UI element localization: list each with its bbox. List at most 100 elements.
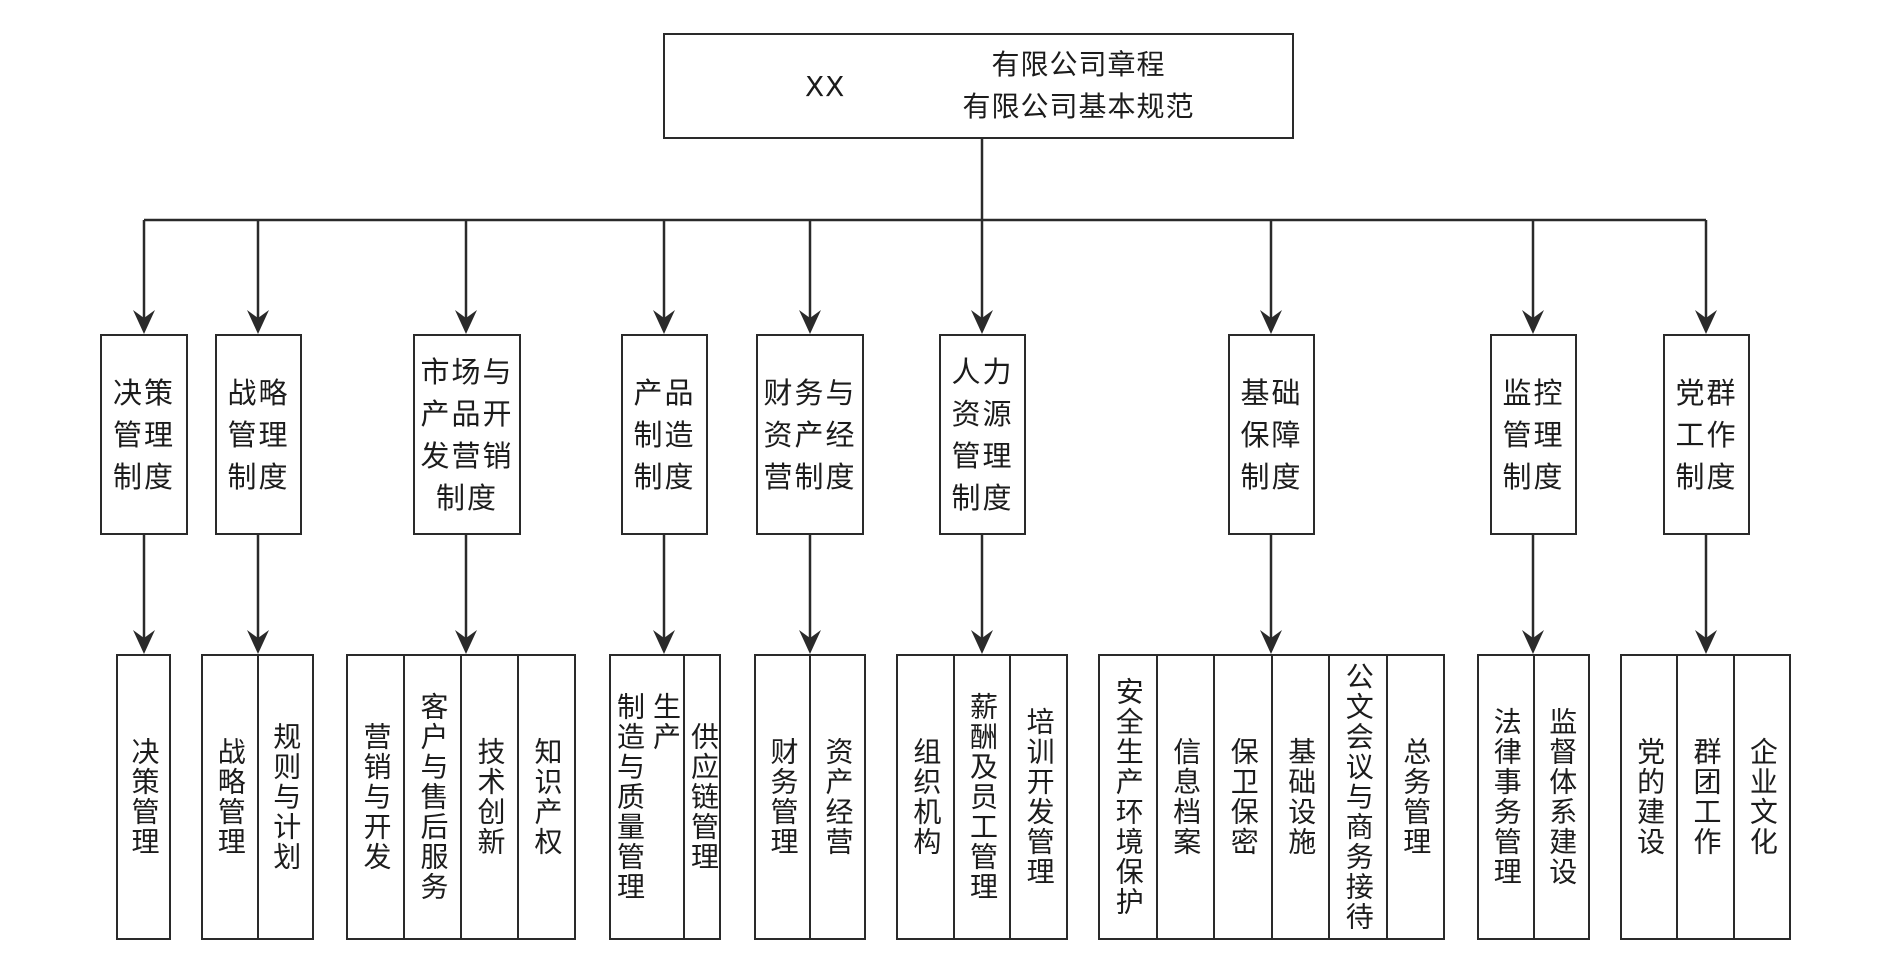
category-label: 市场与 产品开 发营销 制度 bbox=[420, 354, 514, 515]
leaf-label: 供应链管理 bbox=[687, 722, 720, 872]
leaf-box: 群团工作 bbox=[1676, 656, 1732, 938]
root-line-charter: 有限公司章程 bbox=[991, 48, 1166, 81]
category-box-6: 人力 资源 管理 制度 bbox=[939, 334, 1026, 535]
category-box-5: 财务与 资产经 营制度 bbox=[756, 334, 864, 535]
leaf-box: 组织机构 bbox=[898, 656, 953, 938]
arrowhead-leaf-1 bbox=[133, 630, 155, 654]
leaf-box: 薪酬及员工管理 bbox=[952, 656, 1010, 938]
category-box-9: 党群 工作 制度 bbox=[1663, 334, 1750, 535]
leaf-box: 安全生产环境保护 bbox=[1100, 656, 1156, 938]
leaf-label: 安全生产环境保护 bbox=[1111, 677, 1145, 917]
category-label: 监控 管理 制度 bbox=[1502, 375, 1565, 494]
leaf-label: 培训开发管理 bbox=[1022, 707, 1056, 887]
leaf-label: 技术创新 bbox=[473, 737, 507, 857]
category-label: 决策 管理 制度 bbox=[112, 375, 175, 494]
leaf-label: 总务管理 bbox=[1399, 737, 1433, 857]
leaf-label: 知识产权 bbox=[530, 737, 564, 857]
arrowhead-leaf-6 bbox=[971, 630, 993, 654]
leaf-label: 组织机构 bbox=[909, 737, 943, 857]
leaf-label: 法律事务管理 bbox=[1489, 707, 1523, 887]
leaf-group-1: 决策管理 bbox=[116, 654, 171, 940]
leaf-group-9: 党的建设群团工作企业文化 bbox=[1620, 654, 1791, 940]
leaf-label: 资产经营 bbox=[821, 737, 855, 857]
leaf-group-4: 生产 制造与质量管理供应链管理 bbox=[609, 654, 721, 940]
category-label: 战略 管理 制度 bbox=[227, 375, 290, 494]
leaf-box: 企业文化 bbox=[1732, 656, 1789, 938]
leaf-group-2: 战略管理规则与计划 bbox=[201, 654, 314, 940]
leaf-box: 战略管理 bbox=[203, 656, 257, 938]
arrowhead-category-9 bbox=[1695, 310, 1717, 334]
category-box-8: 监控 管理 制度 bbox=[1490, 334, 1577, 535]
root-line-norms: 有限公司基本规范 bbox=[962, 90, 1195, 123]
leaf-group-6: 组织机构薪酬及员工管理培训开发管理 bbox=[896, 654, 1068, 940]
root-prefix: XX bbox=[805, 69, 846, 103]
leaf-label: 决策管理 bbox=[127, 737, 161, 857]
arrowhead-leaf-7 bbox=[1260, 630, 1282, 654]
category-box-7: 基础 保障 制度 bbox=[1228, 334, 1315, 535]
leaf-box: 资产经营 bbox=[809, 656, 864, 938]
leaf-label: 薪酬及员工管理 bbox=[966, 692, 999, 902]
leaf-label: 党的建设 bbox=[1633, 737, 1667, 857]
leaf-box: 知识产权 bbox=[517, 656, 574, 938]
leaf-label: 财务管理 bbox=[766, 737, 800, 857]
root-box: XX 有限公司章程 有限公司基本规范 bbox=[663, 33, 1294, 139]
category-label: 党群 工作 制度 bbox=[1675, 375, 1738, 494]
category-label: 人力 资源 管理 制度 bbox=[951, 354, 1014, 515]
leaf-label: 规则与计划 bbox=[269, 722, 303, 872]
category-box-3: 市场与 产品开 发营销 制度 bbox=[413, 334, 521, 535]
arrowhead-leaf-9 bbox=[1695, 630, 1717, 654]
arrowhead-category-8 bbox=[1522, 310, 1544, 334]
arrowhead-leaf-5 bbox=[799, 630, 821, 654]
category-label: 财务与 资产经 营制度 bbox=[763, 375, 857, 494]
leaf-label: 信息档案 bbox=[1169, 737, 1203, 857]
leaf-box: 决策管理 bbox=[118, 656, 169, 938]
leaf-label: 公文会议与商务接待 bbox=[1341, 662, 1375, 932]
arrowhead-category-1 bbox=[133, 310, 155, 334]
leaf-box: 供应链管理 bbox=[683, 656, 721, 938]
category-label: 基础 保障 制度 bbox=[1240, 375, 1303, 494]
leaf-box: 总务管理 bbox=[1385, 656, 1444, 938]
leaf-group-5: 财务管理资产经营 bbox=[754, 654, 866, 940]
category-box-2: 战略 管理 制度 bbox=[215, 334, 302, 535]
leaf-label: 客户与售后服务 bbox=[416, 692, 450, 902]
leaf-label: 营销与开发 bbox=[359, 722, 393, 872]
leaf-group-7: 安全生产环境保护信息档案保卫保密基础设施公文会议与商务接待总务管理 bbox=[1098, 654, 1445, 940]
leaf-label: 监督体系建设 bbox=[1545, 707, 1579, 887]
arrowhead-category-5 bbox=[799, 310, 821, 334]
root-title: 有限公司章程 有限公司基本规范 bbox=[915, 35, 1242, 137]
arrowhead-leaf-3 bbox=[455, 630, 477, 654]
leaf-box: 公文会议与商务接待 bbox=[1328, 656, 1386, 938]
category-box-1: 决策 管理 制度 bbox=[100, 334, 188, 535]
leaf-box: 法律事务管理 bbox=[1479, 656, 1533, 938]
category-label: 产品 制造 制度 bbox=[633, 375, 696, 494]
category-box-4: 产品 制造 制度 bbox=[621, 334, 708, 535]
leaf-box: 技术创新 bbox=[460, 656, 517, 938]
leaf-box: 保卫保密 bbox=[1213, 656, 1271, 938]
leaf-label: 保卫保密 bbox=[1226, 737, 1260, 857]
leaf-group-3: 营销与开发客户与售后服务技术创新知识产权 bbox=[346, 654, 576, 940]
leaf-box: 信息档案 bbox=[1155, 656, 1214, 938]
leaf-label: 企业文化 bbox=[1745, 737, 1779, 857]
arrowhead-leaf-8 bbox=[1522, 630, 1544, 654]
arrowhead-leaf-4 bbox=[653, 630, 675, 654]
leaf-label: 战略管理 bbox=[213, 737, 247, 857]
arrowhead-category-2 bbox=[247, 310, 269, 334]
arrowhead-category-3 bbox=[455, 310, 477, 334]
leaf-box: 生产 制造与质量管理 bbox=[611, 656, 683, 938]
arrowhead-category-7 bbox=[1260, 310, 1282, 334]
leaf-box: 营销与开发 bbox=[348, 656, 403, 938]
leaf-box: 培训开发管理 bbox=[1009, 656, 1066, 938]
arrowhead-category-4 bbox=[653, 310, 675, 334]
leaf-label: 基础设施 bbox=[1284, 737, 1318, 857]
leaf-label: 群团工作 bbox=[1689, 737, 1723, 857]
leaf-box: 党的建设 bbox=[1622, 656, 1676, 938]
leaf-box: 规则与计划 bbox=[256, 656, 313, 938]
leaf-box: 基础设施 bbox=[1270, 656, 1329, 938]
leaf-box: 客户与售后服务 bbox=[403, 656, 460, 938]
arrowhead-leaf-2 bbox=[247, 630, 269, 654]
leaf-group-8: 法律事务管理监督体系建设 bbox=[1477, 654, 1590, 940]
arrowhead-category-6 bbox=[971, 310, 993, 334]
leaf-box: 监督体系建设 bbox=[1532, 656, 1589, 938]
